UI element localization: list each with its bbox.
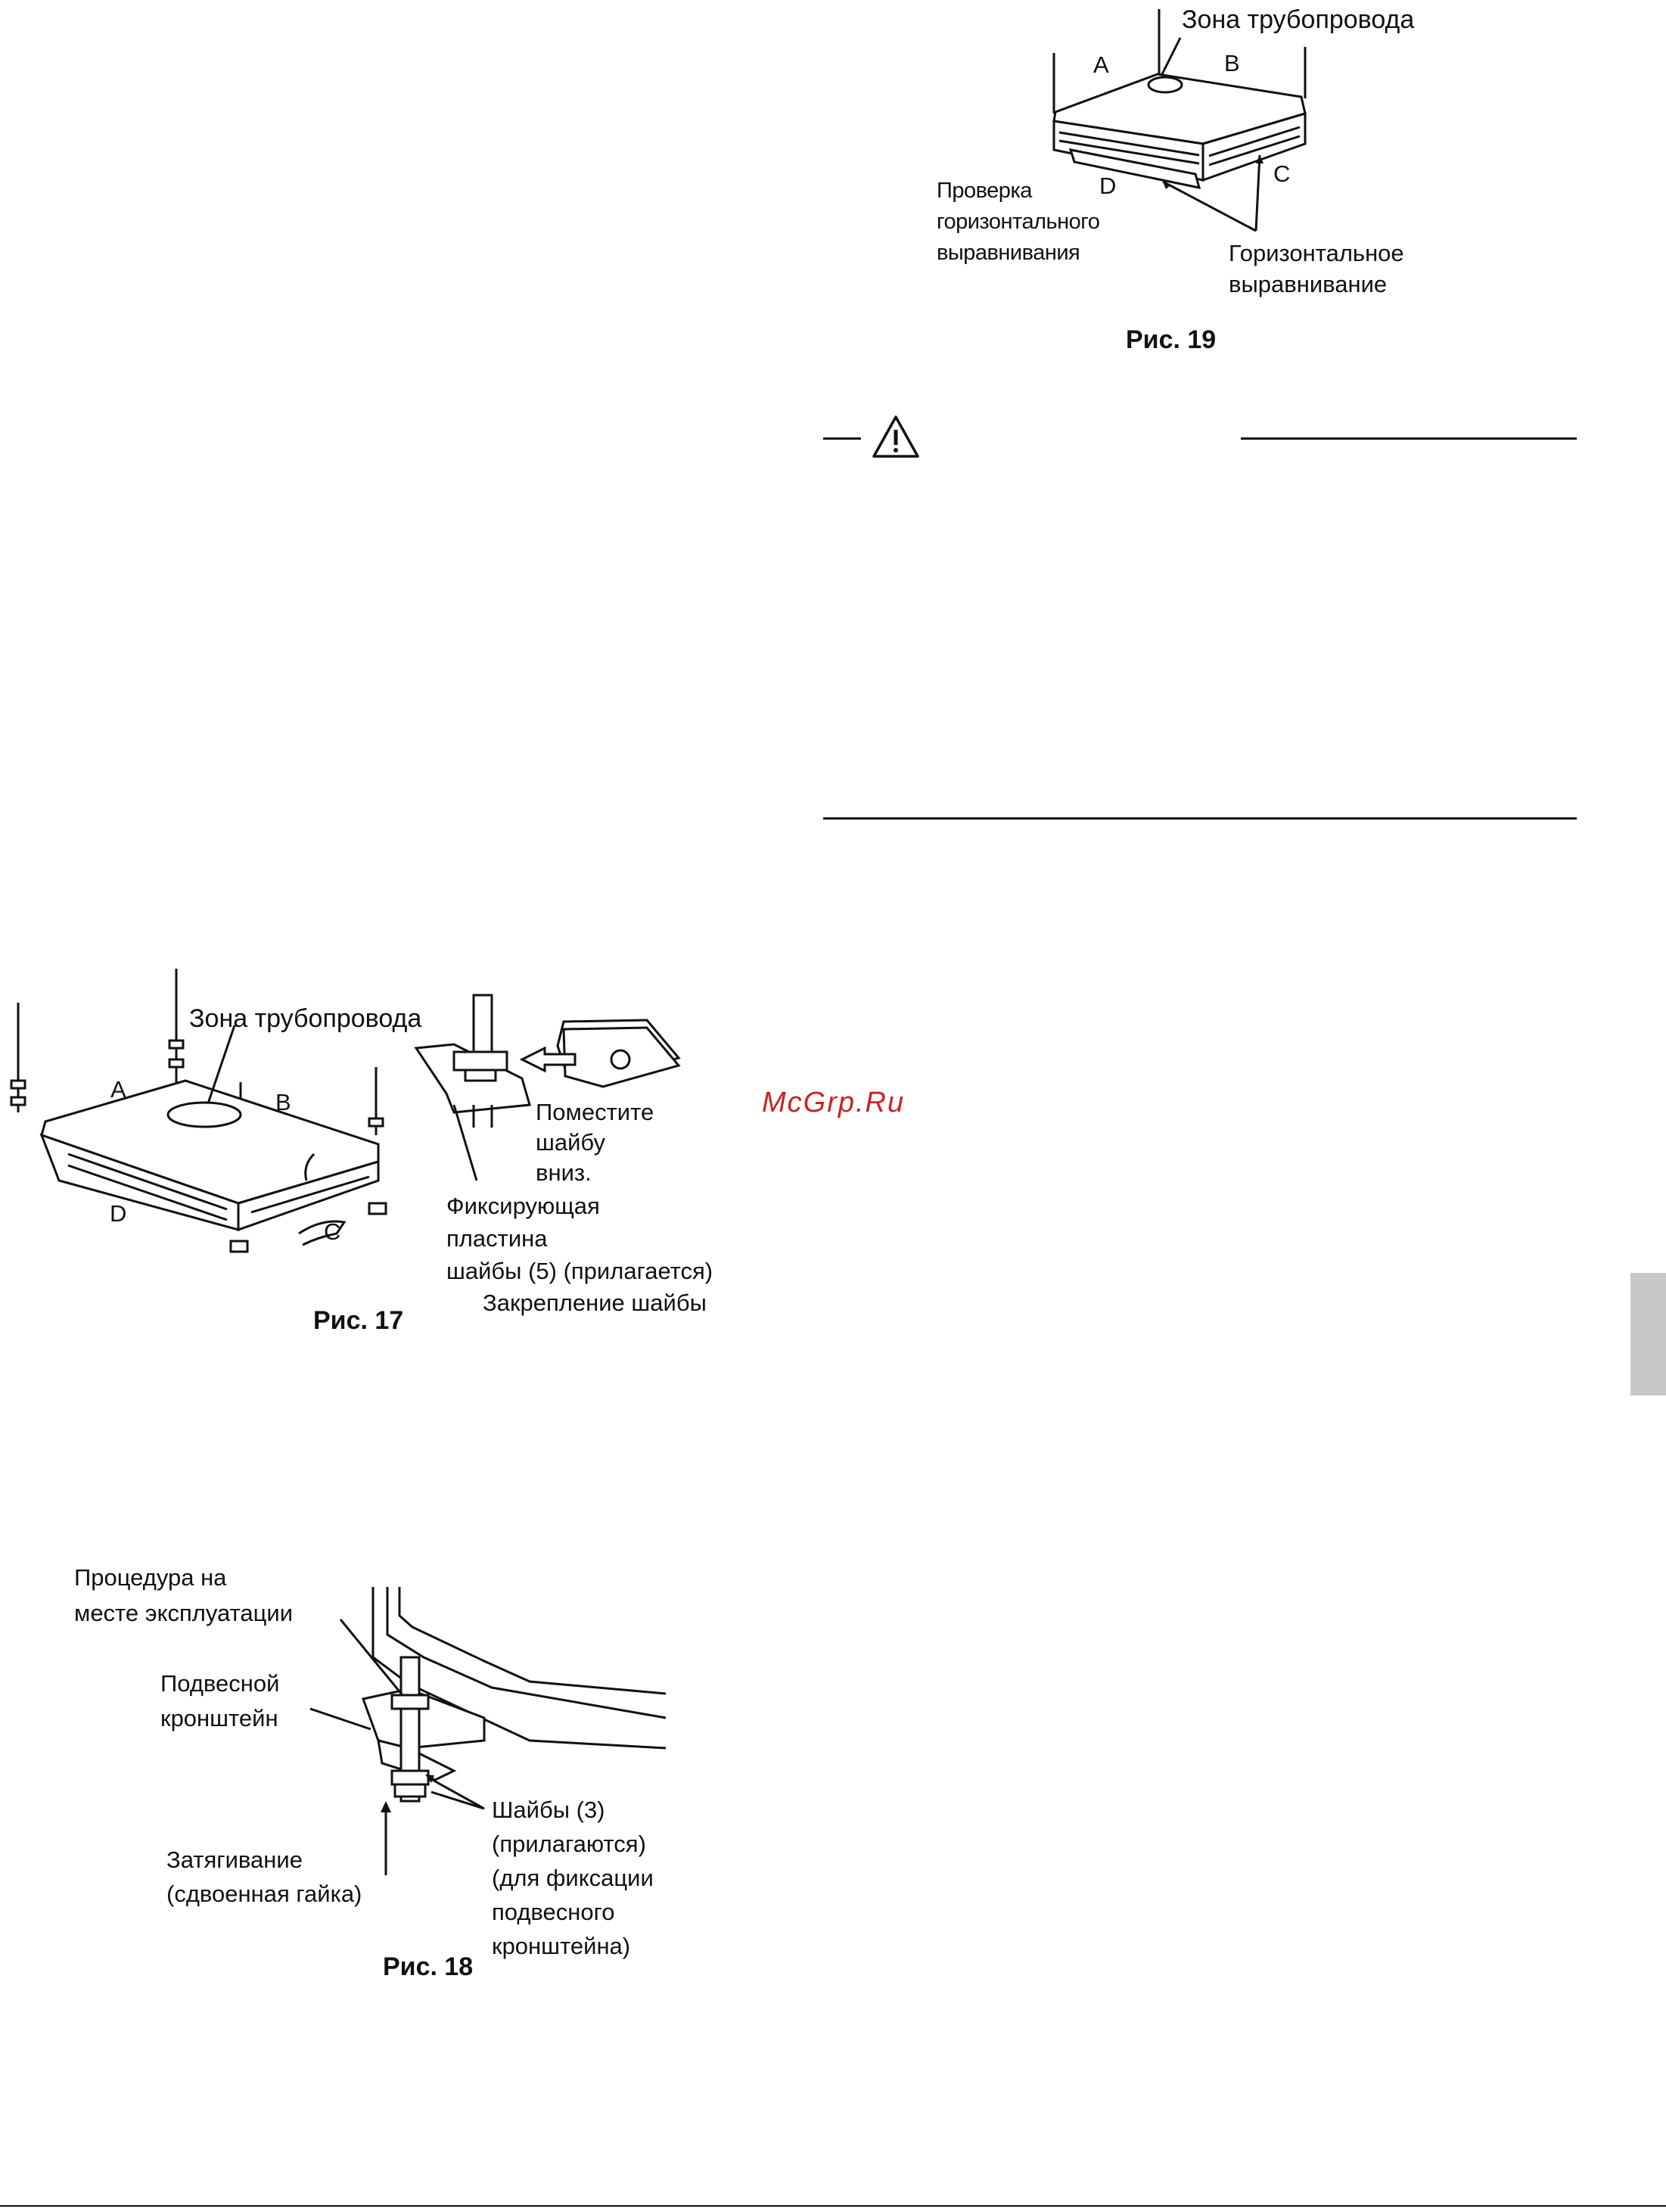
fig19-check-line2: горизонтального bbox=[937, 210, 1100, 234]
fig19-caption: Рис. 19 bbox=[1126, 325, 1217, 354]
fig19-label-d: D bbox=[1099, 173, 1117, 199]
fig17-zone-label: Зона трубопровода bbox=[189, 1004, 422, 1033]
fig17-caption: Рис. 17 bbox=[313, 1306, 404, 1335]
fig17-washer-fix: Закрепление шайбы bbox=[483, 1290, 707, 1316]
fig18-wash-line5: кронштейна) bbox=[492, 1933, 631, 1959]
fig17-label-b: B bbox=[275, 1089, 291, 1115]
watermark: McGrp.Ru bbox=[762, 1087, 906, 1118]
fig17-plate-line1: Фиксирующая bbox=[446, 1193, 600, 1219]
fig18-tight-line1: Затягивание bbox=[166, 1846, 303, 1873]
fig17-place-line3: вниз. bbox=[536, 1159, 592, 1186]
fig18-wash-line2: (прилагаются) bbox=[492, 1831, 646, 1857]
fig19-zone-label: Зона трубопровода bbox=[1182, 5, 1415, 34]
fig19-label-b: B bbox=[1224, 50, 1240, 76]
fig18-wash-line4: подвесного bbox=[492, 1899, 615, 1925]
fig17-plate-line3: шайбы (5) (прилагается) bbox=[446, 1258, 713, 1284]
fig17-label-c: C bbox=[324, 1218, 341, 1245]
fig18-bracket-line1: Подвесной bbox=[160, 1670, 280, 1697]
warning-triangle-icon bbox=[872, 415, 919, 458]
fig17-label-d: D bbox=[110, 1200, 127, 1227]
fig18-tight-line2: (сдвоенная гайка) bbox=[166, 1881, 362, 1907]
fig17-label-a: A bbox=[110, 1076, 126, 1103]
warning-top-rule-left bbox=[823, 437, 861, 440]
warning-bottom-rule bbox=[823, 817, 1577, 820]
fig19-check-line3: выравнивания bbox=[937, 241, 1080, 265]
fig17-place-line1: Поместите bbox=[536, 1099, 654, 1125]
fig18-proc-line2: месте эксплуатации bbox=[74, 1600, 294, 1626]
fig19-check-line1: Проверка bbox=[937, 179, 1032, 203]
page-bottom-rule bbox=[0, 2205, 1666, 2207]
fig17-place-line2: шайбу bbox=[536, 1129, 606, 1156]
fig18-wash-line3: (для фиксации bbox=[492, 1865, 654, 1891]
fig17-plate-line2: пластина bbox=[446, 1225, 548, 1252]
warning-top-rule-right bbox=[1241, 437, 1577, 440]
fig19-level-line1: Горизонтальное bbox=[1229, 240, 1404, 266]
side-tab bbox=[1630, 1273, 1666, 1395]
fig19-level-line2: выравнивание bbox=[1229, 271, 1388, 297]
fig18-caption: Рис. 18 bbox=[383, 1952, 474, 1981]
fig19-label-c: C bbox=[1273, 160, 1291, 187]
fig18-proc-line1: Процедура на bbox=[74, 1564, 227, 1591]
fig18-bracket-line2: кронштейн bbox=[160, 1705, 278, 1731]
fig19-label-a: A bbox=[1093, 51, 1109, 78]
fig18-wash-line1: Шайбы (3) bbox=[492, 1797, 605, 1823]
